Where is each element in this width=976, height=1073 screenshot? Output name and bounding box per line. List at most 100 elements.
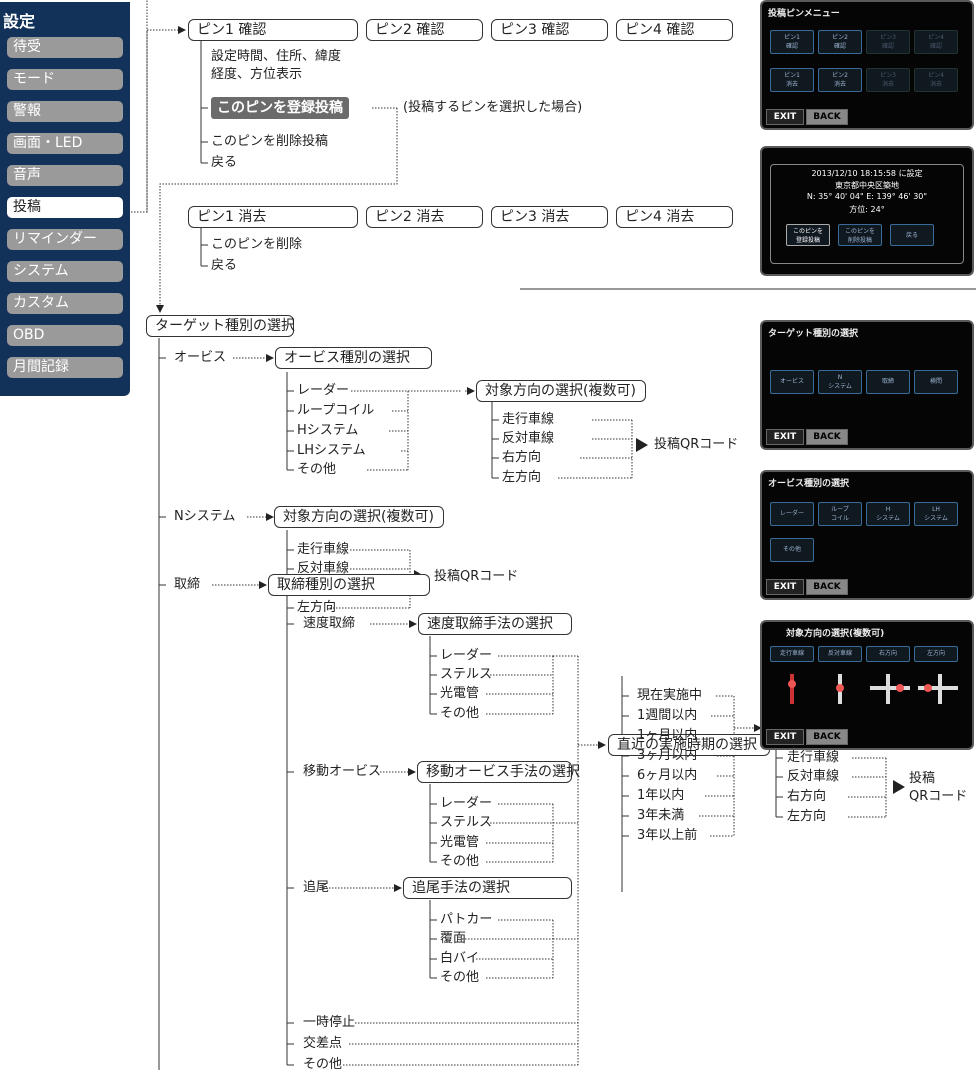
- nsystem-label: Nシステム: [174, 509, 236, 524]
- screen4-title: オービス種別の選択: [768, 479, 850, 489]
- other-stop: 一時停止: [303, 1015, 356, 1030]
- orbis-type-radar: レーダー: [297, 383, 350, 398]
- screen2-line4: 方位: 24°: [849, 205, 885, 214]
- back-item-1[interactable]: 戻る: [211, 155, 238, 170]
- recent-1week: 1週間以内: [637, 708, 698, 723]
- orbis-type-other: その他: [297, 462, 337, 477]
- speed-radar: レーダー: [440, 648, 493, 663]
- screen4-other: その他: [770, 538, 814, 562]
- menu-item-screen-led[interactable]: 画面・LED: [7, 133, 123, 154]
- menu-item-monthly-record[interactable]: 月間記録: [7, 357, 123, 378]
- mobile-photo: 光電管: [440, 835, 480, 850]
- screen1-back: BACK: [806, 109, 848, 125]
- nsystem-direction-box[interactable]: 対象方向の選択(複数可): [274, 506, 444, 528]
- register-note: (投稿するピンを選択した場合): [403, 100, 583, 115]
- pin3-delete-box[interactable]: ピン3 消去: [491, 206, 608, 228]
- speed-stealth: ステルス: [440, 667, 493, 682]
- orbis-select-box[interactable]: オービス種別の選択: [275, 347, 432, 369]
- recent-1year: 1年以内: [637, 788, 685, 803]
- recent-select-box[interactable]: 直近の実施時期の選択: [608, 734, 770, 756]
- orbis-type-h: Hシステム: [297, 423, 359, 438]
- register-post-button[interactable]: このピンを登録投稿: [211, 97, 349, 119]
- orbis-label: オービス: [174, 350, 227, 365]
- pin-confirm-desc-1: 設定時間、住所、緯度: [211, 49, 342, 64]
- screen2-back: 戻る: [890, 224, 934, 246]
- final-post-b: QRコード: [909, 789, 968, 804]
- screen3-orbis: オービス: [770, 370, 814, 394]
- screen3-exit: EXIT: [766, 429, 804, 445]
- enforcement-select-box[interactable]: 取締種別の選択: [268, 574, 430, 596]
- screen3-checkpoint: 検問: [914, 370, 958, 394]
- menu-item-custom[interactable]: カスタム: [7, 293, 123, 314]
- delete-post-item[interactable]: このピンを削除投稿: [211, 134, 329, 149]
- menu-item-sound[interactable]: 音声: [7, 165, 123, 186]
- recent-6month: 6ヶ月以内: [637, 768, 698, 783]
- final-dir-opposite: 反対車線: [787, 769, 840, 784]
- screen5-back: BACK: [806, 729, 848, 745]
- delete-pin-item[interactable]: このピンを削除: [211, 237, 303, 252]
- screen4-exit: EXIT: [766, 579, 804, 595]
- pin2-delete-box[interactable]: ピン2 消去: [366, 206, 483, 228]
- menu-item-system[interactable]: システム: [7, 261, 123, 282]
- menu-item-obd[interactable]: OBD: [7, 325, 123, 346]
- screen2-delete: このピンを削除投稿: [838, 224, 882, 246]
- final-post-a: 投稿: [909, 771, 936, 786]
- back-item-2[interactable]: 戻る: [211, 258, 238, 273]
- recent-3year: 3年未満: [637, 808, 685, 823]
- nsys-dir-lane: 走行車線: [297, 542, 350, 557]
- pin-confirm-desc-2: 経度、方位表示: [211, 67, 303, 82]
- screen-pin-detail: 2013/12/10 18:15:58 に設定 東京都中央区築地 N: 35° …: [760, 146, 974, 276]
- pin1-delete-box[interactable]: ピン1 消去: [188, 206, 358, 228]
- speed-select-box[interactable]: 速度取締手法の選択: [418, 613, 572, 635]
- menu-item-alarm[interactable]: 警報: [7, 101, 123, 122]
- final-dir-right: 右方向: [787, 789, 827, 804]
- final-dir-left: 左方向: [787, 809, 827, 824]
- orbis-dir-right: 右方向: [502, 450, 542, 465]
- menu-title: 設定: [3, 12, 36, 31]
- pin1-confirm-box[interactable]: ピン1 確認: [188, 19, 358, 41]
- pin2-confirm-box[interactable]: ピン2 確認: [366, 19, 483, 41]
- orbis-direction-box[interactable]: 対象方向の選択(複数可): [476, 380, 646, 402]
- pin3-confirm-box[interactable]: ピン3 確認: [491, 19, 608, 41]
- pin4-confirm-box[interactable]: ピン4 確認: [616, 19, 733, 41]
- screen5-right: 右方向: [866, 646, 910, 662]
- settings-menu: 設定 待受 モード 警報 画面・LED 音声 投稿 リマインダー システム カス…: [0, 2, 130, 396]
- screen-direction: 対象方向の選択(複数可) 走行車線 反対車線 右方向 左方向 EXIT BACK: [760, 620, 974, 750]
- target-select-box[interactable]: ターゲット種別の選択: [146, 315, 295, 337]
- screen4-radar: レーダー: [770, 502, 814, 526]
- speed-other: その他: [440, 706, 480, 721]
- nsys-post-qr: 投稿QRコード: [434, 569, 519, 584]
- recent-now: 現在実施中: [637, 688, 703, 703]
- direction-arrows-icon: [788, 674, 958, 704]
- screen2-line2: 東京都中央区築地: [835, 181, 899, 190]
- mobile-select-box[interactable]: 移動オービス手法の選択: [417, 761, 580, 783]
- screen2-line3: N: 35° 40' 04" E: 139° 46' 30": [806, 192, 928, 201]
- nsys-dir-left: 左方向: [297, 600, 337, 615]
- menu-item-post[interactable]: 投稿: [7, 197, 123, 218]
- recent-1month: 1ヶ月以内: [637, 728, 698, 743]
- chase-select-box[interactable]: 追尾手法の選択: [403, 877, 572, 899]
- screen2-frame: [770, 164, 964, 264]
- orbis-dir-opposite: 反対車線: [502, 431, 555, 446]
- final-dir-lane: 走行車線: [787, 750, 840, 765]
- screen4-back: BACK: [806, 579, 848, 595]
- chase-patrol: パトカー: [440, 912, 493, 927]
- menu-item-mode[interactable]: モード: [7, 69, 123, 90]
- screen1-title: 投稿ピンメニュー: [768, 9, 840, 19]
- orbis-post-qr: 投稿QRコード: [654, 437, 739, 452]
- pin4-delete-box[interactable]: ピン4 消去: [616, 206, 733, 228]
- orbis-dir-lane: 走行車線: [502, 412, 555, 427]
- menu-item-reminder[interactable]: リマインダー: [7, 229, 123, 250]
- menu-item-standby[interactable]: 待受: [7, 37, 123, 58]
- screen3-title: ターゲット種別の選択: [768, 329, 859, 339]
